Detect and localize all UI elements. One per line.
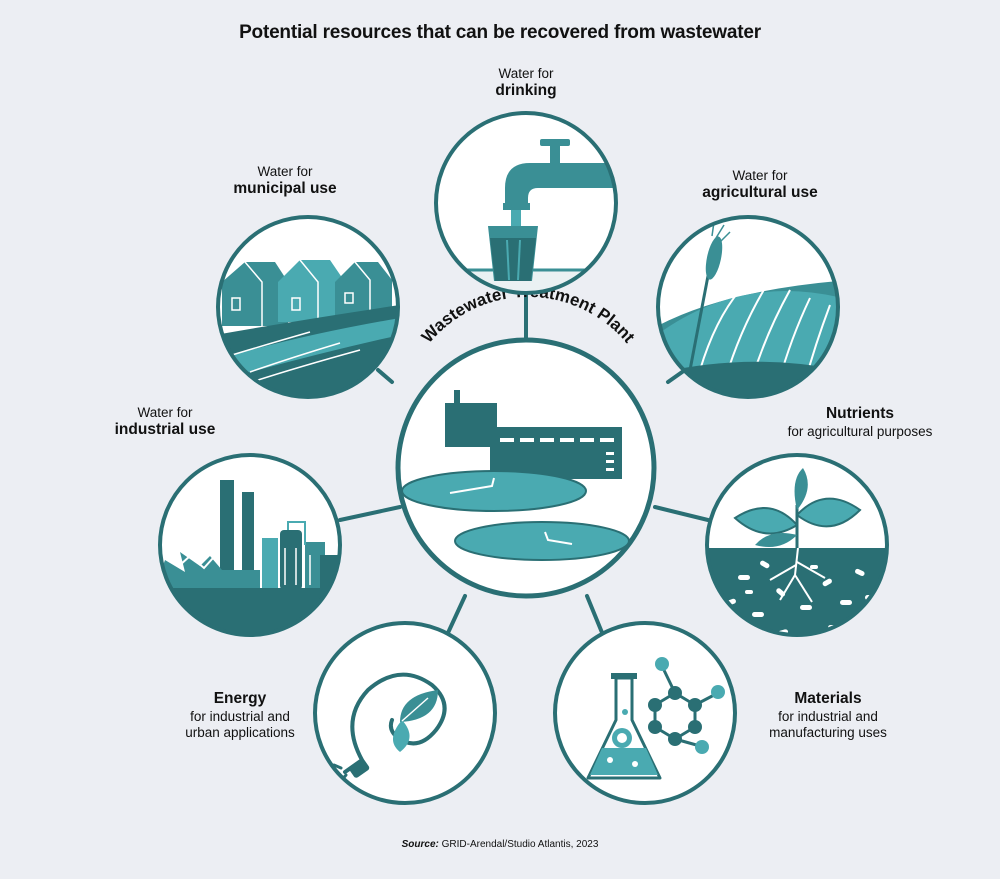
label-agricultural: Water for agricultural use [670, 168, 850, 203]
municipal-water-circle [216, 215, 400, 399]
source-prefix: Source: [401, 839, 439, 850]
source-text: GRID-Arendal/Studio Atlantis, 2023 [441, 839, 599, 850]
label-energy-line2: for industrial and [190, 708, 290, 724]
label-nutrients: Nutrients for agricultural purposes [760, 405, 960, 440]
label-municipal: Water for municipal use [210, 164, 360, 199]
label-municipal-line2: municipal use [233, 180, 337, 198]
treatment-plant-circle [395, 337, 657, 599]
label-nutrients-line2: for agricultural purposes [787, 423, 933, 439]
label-materials-line1: Materials [794, 690, 862, 707]
treatment-plant-icon [401, 390, 630, 561]
flask-molecule-icon [586, 657, 725, 780]
energy-circle [313, 621, 497, 805]
plug-leaf-icon [332, 672, 447, 783]
source-credit: Source: GRID-Arendal/Studio Atlantis, 20… [0, 839, 1000, 850]
label-industrial-line1: Water for [137, 405, 193, 420]
diagram-title: Potential resources that can be recovere… [239, 22, 761, 43]
label-energy-line3: urban applications [185, 724, 295, 740]
label-materials-line3: manufacturing uses [769, 724, 887, 740]
drinking-water-circle [434, 111, 618, 295]
label-energy-line1: Energy [213, 690, 267, 707]
materials-circle [553, 621, 737, 805]
label-materials: Materials for industrial and manufacturi… [748, 690, 908, 741]
label-drinking: Water for drinking [446, 66, 606, 101]
agricultural-water-circle [656, 215, 840, 399]
label-industrial-line2: industrial use [114, 421, 216, 439]
label-industrial: Water for industrial use [90, 405, 240, 440]
label-agricultural-line1: Water for [732, 168, 788, 183]
label-drinking-line1: Water for [498, 66, 554, 81]
label-agricultural-line2: agricultural use [702, 184, 818, 202]
nutrients-circle [705, 453, 889, 637]
connector-lines [338, 291, 710, 637]
industrial-water-circle [158, 453, 342, 637]
label-materials-line2: for industrial and [778, 708, 878, 724]
label-municipal-line1: Water for [257, 164, 313, 179]
label-energy: Energy for industrial and urban applicat… [160, 690, 320, 741]
label-nutrients-line1: Nutrients [825, 405, 895, 422]
label-drinking-line2: drinking [495, 82, 557, 100]
